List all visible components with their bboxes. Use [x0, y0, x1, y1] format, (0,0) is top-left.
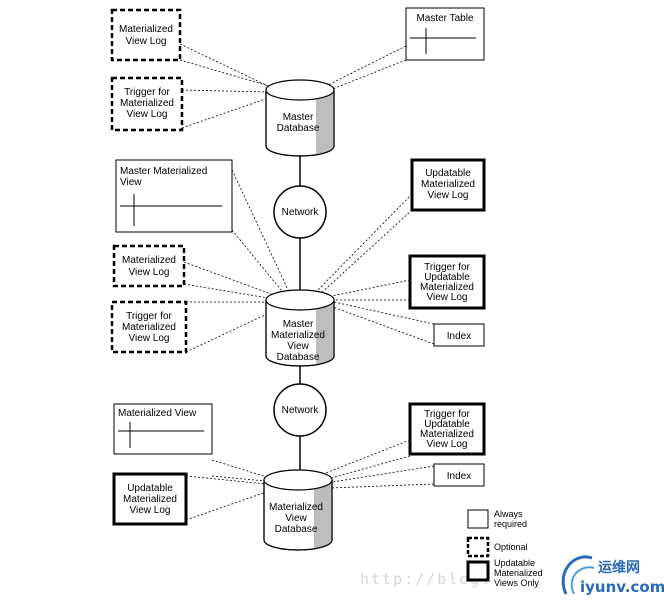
bottom-updatable-mv-line2: Materialized	[123, 494, 177, 505]
legend-updatable-line1: Updatable	[494, 558, 535, 568]
mid-database-line3: View	[287, 341, 309, 352]
master-table-label: Master Table	[416, 13, 474, 24]
legend-updatable-line3: Views Only	[494, 578, 539, 588]
mid-database-line4: Database	[277, 352, 320, 363]
master-database-line1: Master	[283, 112, 314, 123]
mid-database-line1: Master	[283, 319, 314, 330]
bottom-updatable-mv-box: Updatable Materialized View Log	[112, 472, 188, 526]
master-trigger-line1: Trigger for	[124, 87, 170, 98]
mid-mv-log-line2: View Log	[129, 267, 170, 278]
legend-updatable-only: Updatable Materialized Views Only	[466, 558, 543, 588]
master-trigger-line3: View Log	[127, 109, 168, 120]
network-label-2: Network	[282, 405, 320, 416]
mid-updatable-mv-line1: Updatable	[425, 168, 471, 179]
bottom-updatable-mv-line3: View Log	[130, 505, 171, 516]
bottom-database-line1: Materialized	[269, 502, 323, 513]
master-table-box: Master Table	[405, 7, 485, 61]
mid-mv-log-line1: Materialized	[122, 255, 176, 266]
legend-optional-label: Optional	[494, 542, 528, 552]
bottom-index-label: Index	[447, 471, 471, 482]
mid-updatable-mv-line2: Materialized	[421, 179, 475, 190]
bottom-trigger-updatable-box: Trigger for Updatable Materialized View …	[408, 402, 486, 456]
mid-trigger-updatable-line1: Trigger for	[424, 262, 470, 273]
master-mv-line2: View	[120, 177, 142, 188]
master-mv-log-line1: Materialized	[119, 24, 173, 35]
mid-trigger-line3: View Log	[129, 333, 170, 344]
mid-trigger-line1: Trigger for	[126, 311, 172, 322]
bottom-mv-label: Materialized View	[118, 408, 197, 419]
bottom-database-cylinder: Materialized View Database	[263, 469, 333, 551]
mid-index-label: Index	[447, 331, 471, 342]
master-mv-log-box: Materialized View Log	[110, 8, 182, 62]
bottom-database-line3: Database	[275, 524, 318, 535]
mid-trigger-line2: Materialized	[122, 322, 176, 333]
bottom-index-box: Index	[433, 463, 485, 487]
master-database-line2: Database	[277, 123, 320, 134]
master-mv-box: Master Materialized View	[115, 159, 233, 233]
master-mv-log-line2: View Log	[126, 36, 167, 47]
mid-database-cylinder: Master Materialized View Database	[265, 289, 335, 367]
mid-trigger-updatable-box: Trigger for Updatable Materialized View …	[408, 254, 486, 310]
dotted-connectors	[179, 43, 435, 521]
mid-trigger-updatable-line3: Materialized	[420, 282, 474, 293]
bottom-trigger-updatable-line4: View Log	[427, 439, 468, 450]
legend-always-required: Always required	[467, 509, 527, 529]
master-trigger-box: Trigger for Materialized View Log	[110, 76, 184, 132]
logo-en-text: iyunv.com	[580, 578, 664, 596]
bottom-database-line2: View	[285, 513, 307, 524]
mid-trigger-updatable-line4: View Log	[427, 292, 468, 303]
master-database-cylinder: Master Database	[265, 79, 335, 157]
legend: Always required Optional Updatable Mater…	[466, 509, 543, 588]
mid-updatable-mv-box: Updatable Materialized View Log	[410, 158, 486, 212]
mid-mv-log-box: Materialized View Log	[112, 244, 186, 288]
mid-trigger-box: Trigger for Materialized View Log	[110, 300, 188, 354]
watermark-text: http://blog.	[360, 570, 492, 588]
bottom-mv-box: Materialized View	[113, 403, 213, 455]
mid-updatable-mv-line3: View Log	[428, 190, 469, 201]
bottom-trigger-updatable-line3: Materialized	[420, 429, 474, 440]
legend-always-line1: Always	[494, 509, 523, 519]
logo-cn-text: 运维网	[598, 559, 640, 576]
mid-database-line2: Materialized	[271, 330, 325, 341]
legend-updatable-line2: Materialized	[494, 568, 543, 578]
legend-optional: Optional	[466, 536, 528, 558]
master-trigger-line2: Materialized	[120, 98, 174, 109]
master-mv-line1: Master Materialized	[120, 166, 207, 177]
bottom-updatable-mv-line1: Updatable	[127, 483, 173, 494]
mid-index-box: Index	[433, 323, 485, 347]
site-logo: 运维网 iyunv.com	[561, 555, 664, 596]
legend-always-line2: required	[494, 519, 527, 529]
mid-trigger-updatable-line2: Updatable	[424, 272, 470, 283]
network-label-1: Network	[282, 207, 320, 218]
bottom-trigger-updatable-line1: Trigger for	[424, 409, 470, 420]
bottom-trigger-updatable-line2: Updatable	[424, 419, 470, 430]
network-node-2: Network	[273, 383, 327, 437]
network-node-1: Network	[273, 185, 327, 239]
